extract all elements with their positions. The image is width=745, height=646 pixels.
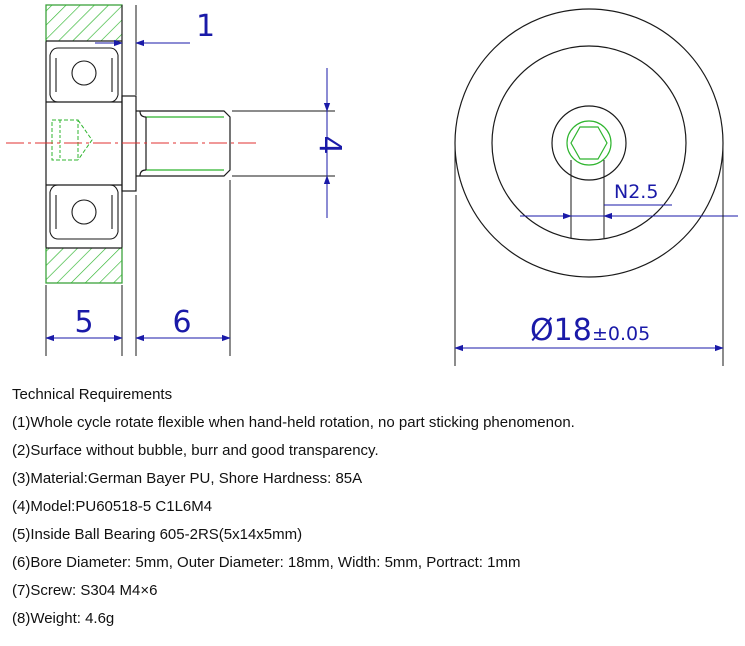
side-view bbox=[6, 4, 258, 284]
ball-bottom bbox=[71, 199, 97, 225]
requirement-item: (3)Material:German Bayer PU, Shore Hardn… bbox=[12, 470, 363, 487]
requirements-title: Technical Requirements bbox=[12, 386, 173, 403]
side-dimensions bbox=[45, 5, 335, 356]
dim-outer-dia: Ø18 bbox=[530, 313, 592, 348]
outer-circle bbox=[454, 8, 724, 278]
dim-outer-dia-tol: ±0.05 bbox=[592, 323, 650, 345]
requirement-item: (8)Weight: 4.6g bbox=[12, 610, 115, 627]
requirement-item: (4)Model:PU60518-5 C1L6M4 bbox=[12, 498, 213, 515]
requirement-item: (5)Inside Ball Bearing 605-2RS(5x14x5mm) bbox=[12, 526, 303, 543]
ball-top bbox=[71, 60, 97, 86]
wheel-body bbox=[45, 4, 123, 284]
dim-hex-socket: N2.5 bbox=[614, 181, 658, 203]
socket-circle bbox=[566, 120, 612, 166]
bearing-circle bbox=[491, 45, 687, 241]
requirement-item: (7)Screw: S304 M4×6 bbox=[12, 582, 158, 599]
pu-hatch-bottom bbox=[45, 247, 123, 284]
dim-thread: 4 bbox=[312, 135, 347, 154]
requirement-item: (2)Surface without bubble, burr and good… bbox=[12, 442, 379, 459]
bearing-bottom bbox=[49, 184, 119, 240]
dim-portract: 1 bbox=[196, 9, 215, 44]
requirement-item: (6)Bore Diameter: 5mm, Outer Diameter: 1… bbox=[12, 554, 521, 571]
hex-socket-front bbox=[570, 126, 608, 160]
pu-hatch-top bbox=[45, 4, 123, 42]
technical-requirements: Technical Requirements (1)Whole cycle ro… bbox=[12, 381, 732, 633]
dim-width: 5 bbox=[74, 305, 93, 340]
dim-screw-length: 6 bbox=[172, 305, 191, 340]
hex-socket-side bbox=[51, 119, 93, 161]
front-dimensions bbox=[454, 143, 738, 366]
hub-circle bbox=[551, 105, 627, 181]
front-view bbox=[454, 8, 724, 278]
bearing-top bbox=[49, 47, 119, 103]
technical-drawing: 1 4 5 6 N2.5 Ø18 ±0.05 bbox=[6, 4, 738, 366]
requirement-item: (1)Whole cycle rotate flexible when hand… bbox=[12, 414, 575, 431]
